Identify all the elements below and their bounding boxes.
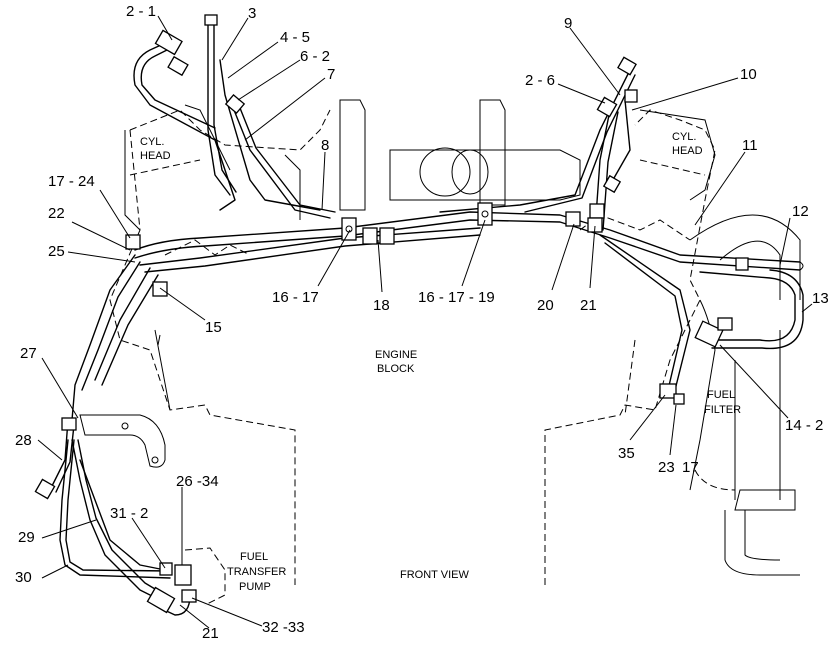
callout-16-17-19: 16 - 17 - 19 <box>418 289 495 306</box>
front-view-label: FRONT VIEW <box>400 569 469 581</box>
mounting-bracket <box>61 414 166 468</box>
callout-20: 20 <box>537 297 554 314</box>
callout-31-2: 31 - 2 <box>110 505 148 522</box>
cylinder-head-right-outline <box>639 109 716 201</box>
callout-labels: 2 - 1 3 4 - 5 6 - 2 7 8 9 2 - 6 10 11 12… <box>15 3 829 642</box>
callout-27: 27 <box>20 345 37 362</box>
fuel-lines <box>49 19 804 616</box>
callout-17-bottom: 17 <box>682 459 699 476</box>
callout-28: 28 <box>15 432 32 449</box>
callout-13: 13 <box>812 290 829 307</box>
fuel-transfer-pump-label-1: FUEL <box>240 551 268 563</box>
callout-21-bottom: 21 <box>202 625 219 642</box>
area-labels: CYL. HEAD CYL. HEAD ENGINE BLOCK FUEL FI… <box>140 131 741 593</box>
cyl-head-left-label-1: CYL. <box>140 136 164 148</box>
callout-14-2: 14 - 2 <box>785 417 823 434</box>
fuel-transfer-pump-outline <box>184 547 226 606</box>
cyl-head-right-label-2: HEAD <box>672 145 703 157</box>
callout-12: 12 <box>792 203 809 220</box>
callout-3: 3 <box>248 5 256 22</box>
callout-21-right: 21 <box>580 297 597 314</box>
engine-block-components <box>284 99 581 220</box>
callout-18: 18 <box>373 297 390 314</box>
callout-15: 15 <box>205 319 222 336</box>
callout-10: 10 <box>740 66 757 83</box>
callout-2-6: 2 - 6 <box>525 72 555 89</box>
leader-lines <box>37 15 813 629</box>
callout-23: 23 <box>658 459 675 476</box>
callout-17-24: 17 - 24 <box>48 173 95 190</box>
engine-block-label-1: ENGINE <box>375 349 417 361</box>
callout-22: 22 <box>48 205 65 222</box>
cyl-head-left-label-2: HEAD <box>140 150 171 162</box>
fittings <box>34 14 749 614</box>
fuel-transfer-pump-label-3: PUMP <box>239 581 271 593</box>
cyl-head-right-label-1: CYL. <box>672 131 696 143</box>
callout-26-34: 26 -34 <box>176 473 219 490</box>
callout-32-33: 32 -33 <box>262 619 305 636</box>
engine-outline <box>109 109 716 585</box>
callout-29: 29 <box>18 529 35 546</box>
callout-6-2: 6 - 2 <box>300 48 330 65</box>
engine-block-label-2: BLOCK <box>377 363 415 375</box>
fuel-filter-label-1: FUEL <box>707 389 735 401</box>
callout-7: 7 <box>327 66 335 83</box>
fuel-transfer-pump-label-2: TRANSFER <box>227 566 286 578</box>
callout-9: 9 <box>564 15 572 32</box>
callout-11: 11 <box>742 137 758 154</box>
callout-4-5: 4 - 5 <box>280 29 310 46</box>
air-pipe-right <box>689 214 801 576</box>
fuel-filter-label-2: FILTER <box>704 404 741 416</box>
callout-30: 30 <box>15 569 32 586</box>
callout-25: 25 <box>48 243 65 260</box>
callout-35: 35 <box>618 445 635 462</box>
callout-16-17: 16 - 17 <box>272 289 319 306</box>
callout-8: 8 <box>321 137 329 154</box>
callout-2-1: 2 - 1 <box>126 3 156 20</box>
